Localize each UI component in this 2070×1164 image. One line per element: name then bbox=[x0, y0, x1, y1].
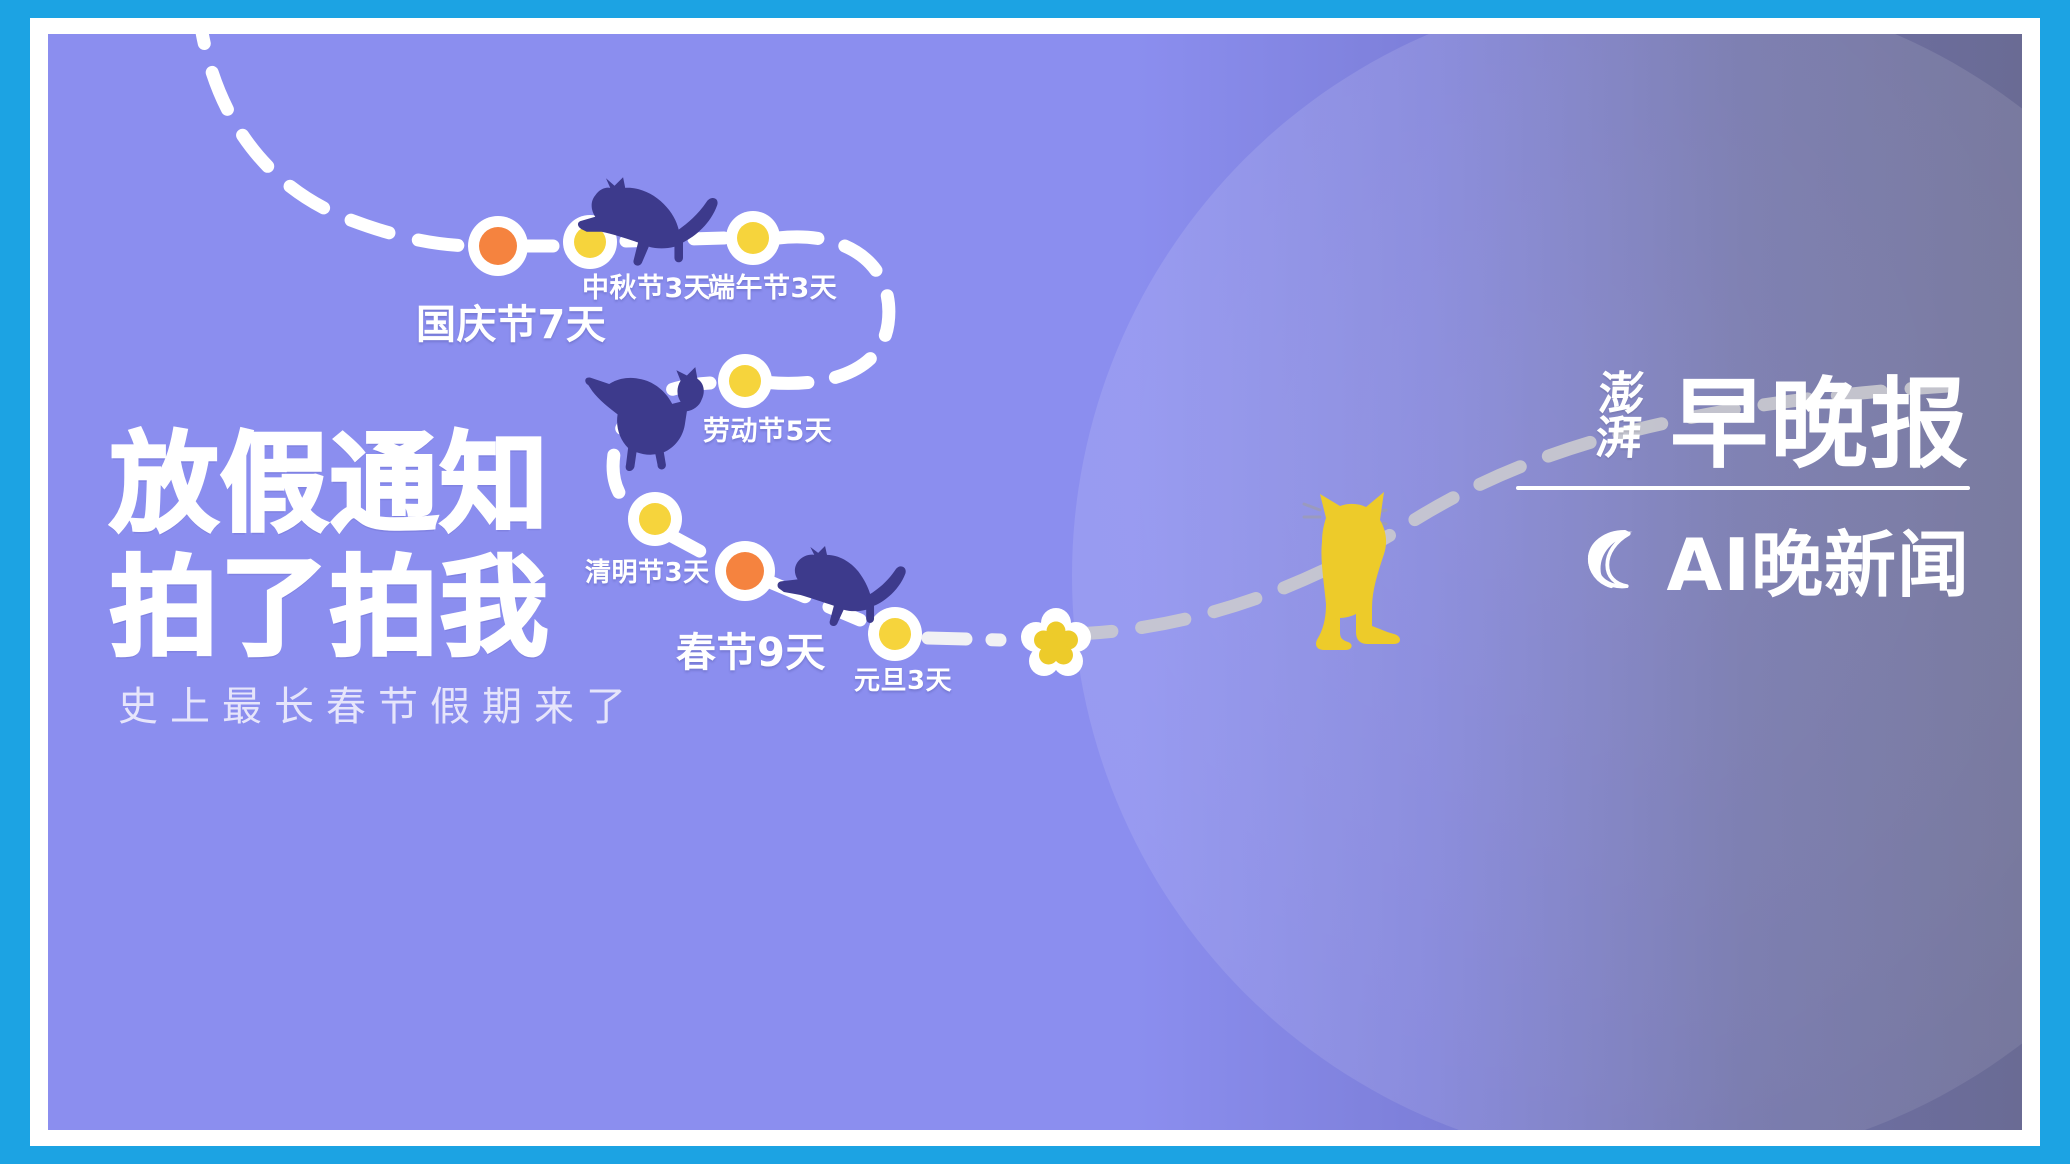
program-title: AI晚新闻 bbox=[1666, 523, 1970, 607]
background-circle-glow bbox=[1072, 34, 2022, 1130]
node-marker-laodong bbox=[718, 354, 772, 408]
headline-line-1: 放假通知 bbox=[108, 422, 551, 547]
node-marker-yuandan bbox=[868, 607, 922, 661]
node-marker-chunjie bbox=[715, 541, 775, 601]
sitting-cat-icon bbox=[1302, 492, 1400, 650]
crescent-moon-icon bbox=[1588, 529, 1633, 588]
node-marker-guoqing bbox=[468, 216, 528, 276]
node-label-qingming: 清明节3天 bbox=[585, 558, 710, 588]
program-row: AI晚新闻 bbox=[1490, 506, 1970, 611]
node-label-chunjie: 春节9天 bbox=[676, 630, 826, 676]
page-title: 放假通知 拍了拍我 bbox=[108, 422, 551, 672]
headline-line-2: 拍了拍我 bbox=[108, 546, 551, 672]
dashed-path-yuandan-flower bbox=[921, 631, 1007, 647]
node-marker-qingming bbox=[628, 492, 682, 546]
node-label-yuandan: 元旦3天 bbox=[854, 666, 953, 696]
node-label-laodong: 劳动节5天 bbox=[703, 416, 833, 447]
dashed-path-main bbox=[195, 34, 485, 253]
dashed-path-loop bbox=[741, 230, 896, 390]
leaping-cat-icon bbox=[777, 546, 906, 626]
walking-cat-icon bbox=[585, 367, 704, 472]
background-gradient bbox=[48, 34, 2022, 1130]
brand-title-row: 澎湃 早晚报 bbox=[1490, 354, 1970, 482]
node-label-duanwu: 端午节3天 bbox=[708, 273, 838, 304]
brand-logo-block: 澎湃 早晚报 AI晚新闻 bbox=[1490, 354, 1970, 611]
dashed-path-tail bbox=[1061, 379, 1955, 641]
node-marker-duanwu bbox=[726, 211, 780, 265]
thepaper-logo-text: 澎湃 bbox=[1587, 369, 1648, 457]
logo-divider bbox=[1516, 486, 1970, 490]
running-cat-icon bbox=[577, 177, 718, 266]
page-subtitle: 史上最长春节假期来了 bbox=[118, 684, 638, 730]
poster-stage: 放假通知 拍了拍我 史上最长春节假期来了 国庆节7天 中秋节3天 端午节3天 劳… bbox=[48, 34, 2022, 1130]
node-label-zhongqiu: 中秋节3天 bbox=[582, 273, 712, 304]
dashed-path-qingming-chunjie bbox=[661, 527, 727, 569]
timeline-illustration bbox=[195, 34, 1955, 676]
publication-title: 早晚报 bbox=[1669, 367, 1970, 482]
thepaper-logo-icon: 澎湃 bbox=[1578, 354, 1656, 472]
flower-marker-icon bbox=[1021, 608, 1091, 676]
dashed-path-laodong-qingming bbox=[606, 376, 717, 531]
node-label-guoqing: 国庆节7天 bbox=[416, 302, 607, 348]
